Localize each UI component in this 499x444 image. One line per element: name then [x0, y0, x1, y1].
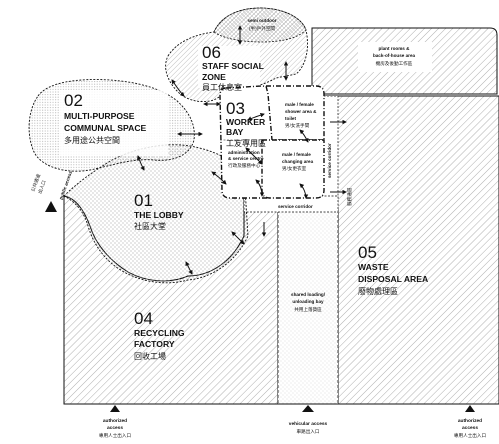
waste-title-zh: 廢物處理區	[358, 286, 398, 296]
access-right: authorized access 專用人士出入口	[454, 418, 487, 439]
label-shared-loading: shared loading/ unloading bay 共用上落貨區	[291, 292, 326, 313]
access-center-label-zh: 車路出入口	[297, 428, 320, 435]
zone-semi-outdoor	[213, 7, 307, 43]
shared-loading-label-2: unloading bay	[292, 299, 324, 304]
label-semi-outdoor: semi outdoor (半)戶外空間	[247, 18, 276, 32]
semi-outdoor-label-zh: (半)戶外空間	[249, 25, 275, 32]
access-left-label-zh: 專用人士出入口	[99, 432, 132, 439]
label-waste-disposal: 05 WASTE DISPOSAL AREA 廢物處理區	[358, 243, 428, 296]
label-multi-purpose: 02 MULTI-PURPOSE COMMUNAL SPACE 多用途公共空間	[64, 91, 147, 145]
multi-purpose-title-zh: 多用途公共空間	[64, 135, 120, 145]
public-access-label-zh-2: 出入口	[36, 179, 47, 195]
access-right-label-1: authorized	[458, 418, 482, 424]
lobby-title: THE LOBBY	[134, 210, 184, 220]
shower-label-1: male / female	[285, 102, 314, 107]
access-center: vehicular access 車路出入口	[289, 421, 328, 435]
plant-rooms-label-1: plant rooms &	[379, 46, 411, 51]
worker-bay-title-zh: 工友專用區	[226, 138, 266, 148]
changing-label-2: changing area	[282, 159, 314, 164]
label-lobby: 01 THE LOBBY 社區大堂	[134, 191, 184, 231]
changing-label-zh: 男/女更衣室	[282, 165, 307, 172]
shower-label-2: shower area &	[285, 109, 317, 114]
semi-outdoor-label: semi outdoor	[247, 18, 276, 23]
lobby-number: 01	[134, 191, 153, 210]
recycling-title-2: FACTORY	[134, 339, 175, 349]
label-shower-area: male / female shower area & toilet 男/女洗手…	[285, 102, 317, 129]
staff-social-title-zh: 員工休息室	[202, 82, 242, 92]
access-left-label-2: access	[107, 426, 123, 431]
label-worker-bay: 03 WORKER BAY 工友專用區 administration & ser…	[226, 99, 266, 169]
plant-rooms-label-2: back-of-house area	[373, 53, 416, 58]
shower-label-3: toilet	[285, 116, 296, 121]
waste-number: 05	[358, 243, 377, 262]
recycling-title-1: RECYCLING	[134, 328, 185, 338]
plant-rooms-label-zh: 機房及後勤工作區	[376, 60, 413, 67]
circulation-arrows	[137, 25, 347, 275]
service-corridor-label: service corridor	[278, 204, 313, 209]
shower-label-zh: 男/女洗手間	[285, 122, 310, 129]
access-left: authorized access 專用人士出入口	[99, 418, 132, 439]
label-changing-area: male / female changing area 男/女更衣室	[282, 152, 314, 172]
worker-bay-title-1: WORKER	[226, 117, 266, 127]
zone-waste-disposal	[319, 95, 499, 405]
label-staff-social: 06 STAFF SOCIAL ZONE 員工休息室	[202, 43, 264, 92]
recycling-title-zh: 回收工場	[134, 351, 166, 361]
multi-purpose-number: 02	[64, 91, 83, 110]
admin-label-2: & service centre	[228, 156, 264, 161]
recycling-number: 04	[134, 309, 153, 328]
staff-social-title-1: STAFF SOCIAL	[202, 61, 264, 71]
changing-label-1: male / female	[282, 152, 311, 157]
access-marker-left	[110, 405, 120, 412]
worker-bay-title-2: BAY	[226, 127, 244, 137]
worker-bay-number: 03	[226, 99, 245, 118]
access-marker-right	[465, 405, 475, 412]
access-left-label-1: authorized	[103, 418, 127, 424]
admin-label-zh: 行政及服務中心	[228, 162, 261, 169]
service-corridor-label-zh: 服務通道	[346, 187, 353, 206]
lobby-title-zh: 社區大堂	[134, 221, 166, 231]
access-marker-center	[302, 405, 314, 412]
multi-purpose-title-2: COMMUNAL SPACE	[64, 123, 147, 133]
shared-loading-label-zh: 共用上落貨區	[294, 306, 322, 313]
public-access-marker	[45, 201, 57, 212]
access-right-label-2: access	[462, 426, 478, 431]
multi-purpose-title-1: MULTI-PURPOSE	[64, 111, 135, 121]
waste-title-2: DISPOSAL AREA	[358, 274, 428, 284]
access-right-label-zh: 專用人士出入口	[454, 432, 487, 439]
service-corridor-label-vertical: service corridor	[327, 143, 332, 178]
label-plant-rooms: plant rooms & back-of-house area 機房及後勤工作…	[358, 42, 432, 72]
waste-title-1: WASTE	[358, 262, 389, 272]
label-recycling-factory: 04 RECYCLING FACTORY 回收工場	[134, 309, 185, 361]
access-center-label: vehicular access	[289, 421, 328, 427]
admin-label-1: administration	[228, 150, 260, 155]
staff-social-title-2: ZONE	[202, 72, 226, 82]
staff-social-number: 06	[202, 43, 221, 62]
zone-shower-area	[265, 85, 325, 141]
shared-loading-label-1: shared loading/	[291, 292, 326, 297]
